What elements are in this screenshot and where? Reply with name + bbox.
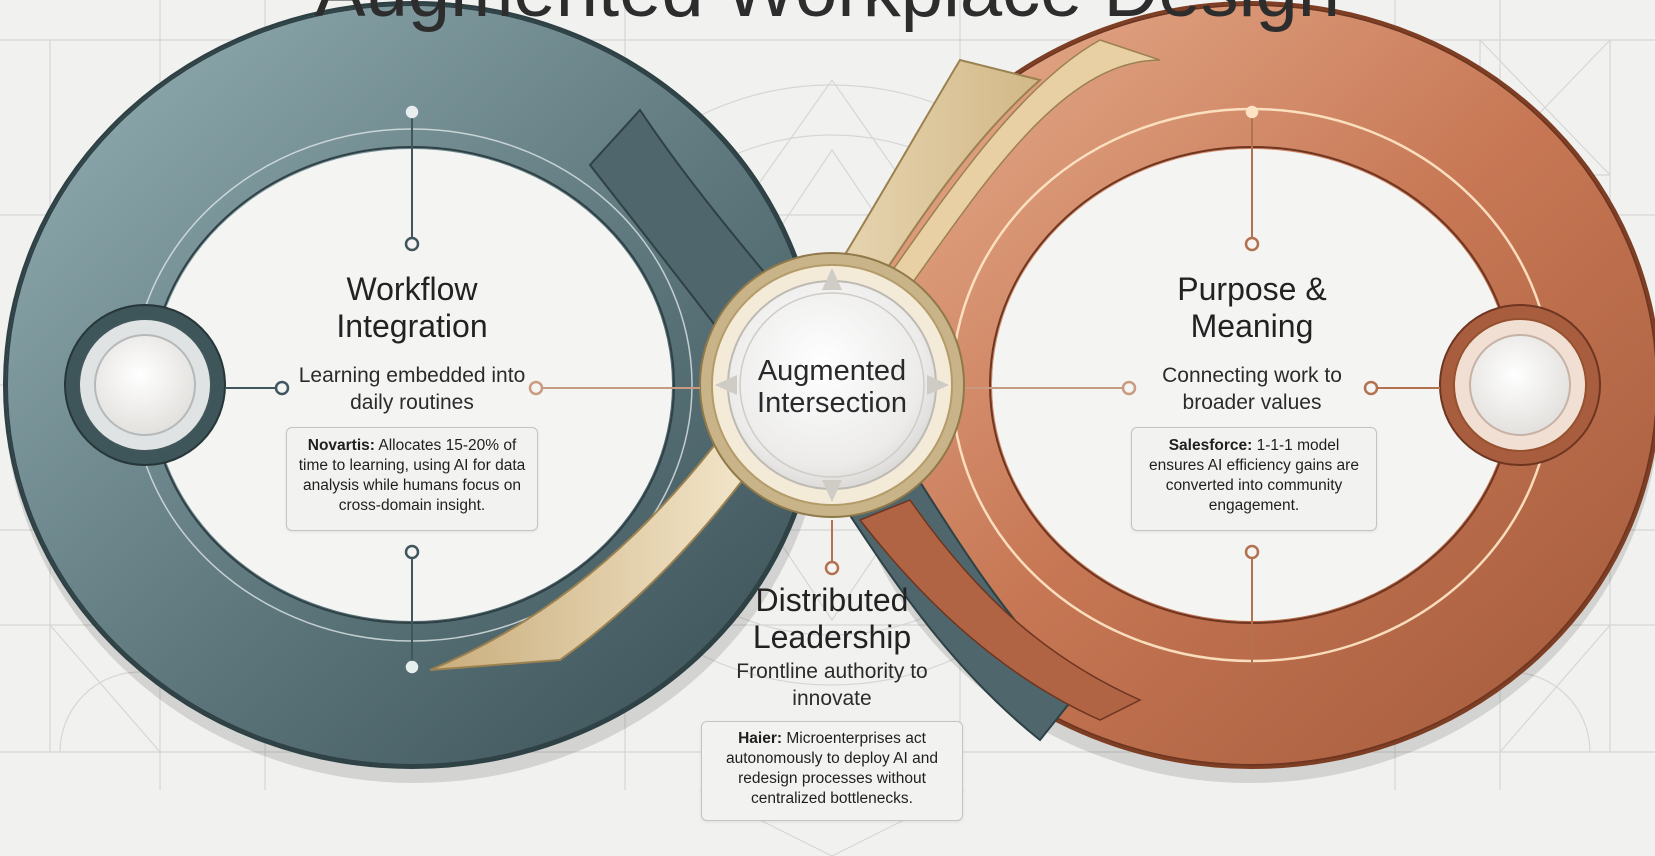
purpose-subtitle: Connecting work to broader values [1162, 364, 1342, 414]
purpose-example-text: 1-1-1 model ensures AI efficiency gains … [1149, 437, 1359, 514]
workflow-heading: Workflow Integration [336, 271, 488, 344]
leadership-heading: Distributed Leadership [752, 582, 912, 655]
center-label: Augmented Intersection [757, 355, 907, 419]
leadership-example-org: Haier: [738, 730, 783, 747]
leadership-subtitle: Frontline authority to innovate [736, 660, 928, 710]
purpose-heading: Purpose & Meaning [1177, 271, 1327, 344]
leadership-example-card: Haier: Microenterprises act autonomously… [701, 721, 963, 821]
workflow-subtitle: Learning embedded into daily routines [298, 364, 526, 414]
workflow-example-text: Allocates 15-20% of time to learning, us… [298, 437, 526, 514]
page-title: Augmented Workplace Design [0, 0, 1655, 36]
purpose-example-card: Salesforce: 1-1-1 model ensures AI effic… [1131, 427, 1377, 531]
workflow-example-card: Novartis: Allocates 15-20% of time to le… [286, 427, 538, 531]
workflow-example-org: Novartis: [307, 437, 375, 454]
purpose-example-org: Salesforce: [1168, 437, 1253, 454]
leadership-example-text: Microenterprises act autonomously to dep… [726, 730, 938, 807]
